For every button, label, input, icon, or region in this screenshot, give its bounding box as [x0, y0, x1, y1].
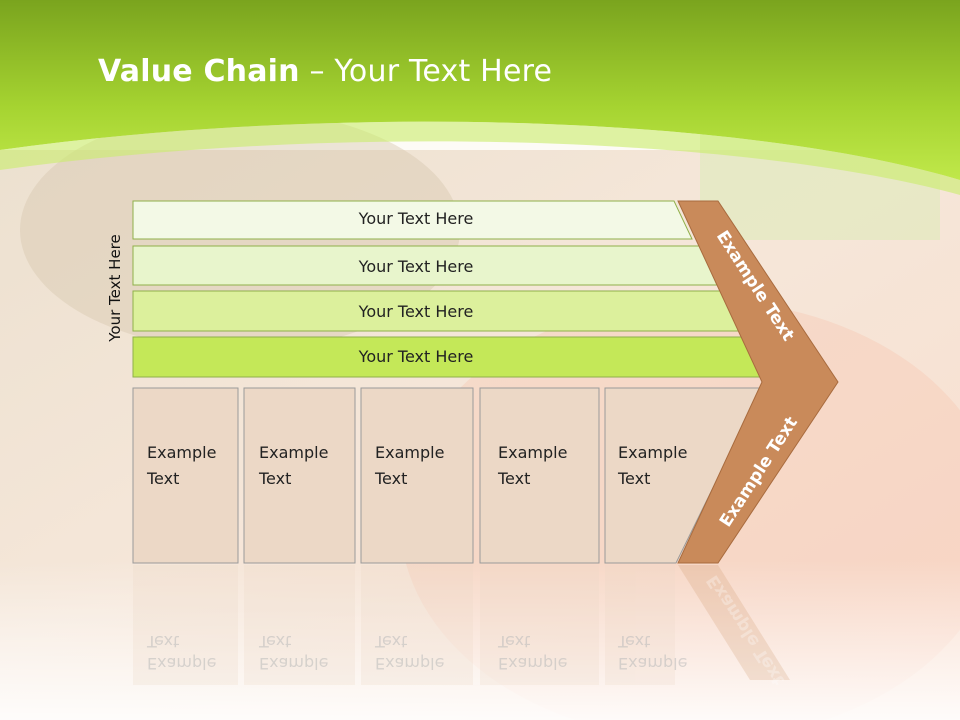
activity-box-2-label: Example Text: [259, 440, 359, 492]
activity-box-3-label: Example Text: [375, 440, 475, 492]
box-3-line1: Example: [375, 443, 445, 462]
slide-title: Value Chain – Your Text Here: [98, 54, 552, 89]
row-bar-1[interactable]: [132, 200, 693, 240]
box-4-line2: Text: [498, 469, 531, 488]
row-label-1: Your Text Here: [358, 209, 474, 228]
margin-chevron[interactable]: [677, 200, 839, 564]
box-2-line2: Text: [259, 469, 292, 488]
box-1-line2: Text: [147, 469, 180, 488]
box-2-line1: Example: [259, 443, 329, 462]
box-5-line1: Example: [618, 443, 688, 462]
chevron-reflection: [678, 565, 790, 680]
box-reflections: [133, 565, 675, 685]
box-3-line2: Text: [375, 469, 408, 488]
activity-box-4-label: Example Text: [498, 440, 598, 492]
box-4-line1: Example: [498, 443, 568, 462]
activity-box-5[interactable]: [604, 387, 763, 564]
activity-box-3[interactable]: [360, 387, 474, 564]
activity-box-1-label: Example Text: [147, 440, 247, 492]
title-rest: – Your Text Here: [299, 54, 553, 89]
row-label-2: Your Text Here: [358, 257, 474, 276]
row-label-3: Your Text Here: [358, 302, 474, 321]
activity-box-5-label: Example Text: [618, 440, 718, 492]
activity-box-4[interactable]: [479, 387, 600, 564]
row-label-4: Your Text Here: [358, 347, 474, 366]
box-1-line1: Example: [147, 443, 217, 462]
box-5-line2: Text: [618, 469, 651, 488]
title-bold: Value Chain: [98, 54, 300, 89]
activity-box-2[interactable]: [243, 387, 356, 564]
activity-box-1[interactable]: [132, 387, 239, 564]
